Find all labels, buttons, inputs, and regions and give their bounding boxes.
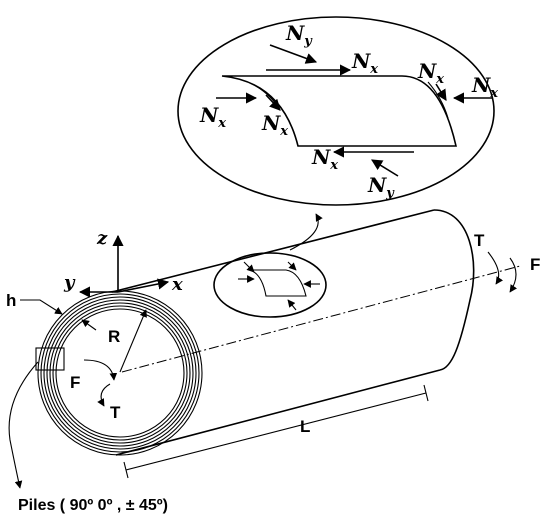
ply-sample-box: [35, 347, 65, 371]
x-label: x: [171, 274, 183, 295]
t-left-label: T: [110, 403, 121, 422]
length-dim-line: [125, 392, 427, 471]
y-label: y: [63, 272, 76, 293]
nx-left-label: Nx: [199, 103, 226, 131]
right-moment-arc: [509, 257, 518, 293]
surface-arrow-1: [243, 261, 255, 273]
z-label: z: [96, 228, 108, 249]
ny-bottom-label: Ny: [367, 173, 395, 201]
radius-line: [119, 309, 147, 373]
right-torque-arc: [487, 251, 504, 285]
cylinder-top-edge: [111, 209, 435, 293]
h-inner-arrow: [81, 319, 97, 331]
nx-inner-label: Nx: [261, 111, 288, 139]
surface-element: [249, 269, 307, 297]
t-right-label: T: [474, 231, 485, 250]
detail-ellipse: [177, 16, 495, 206]
radius-label: R: [108, 327, 120, 346]
h-label: h: [6, 291, 16, 310]
ply-rings: [37, 290, 203, 456]
length-dim-tick-left: [123, 461, 129, 479]
nx-inner-right-arrow: [435, 83, 447, 101]
nx-far-right-label: Nx: [471, 73, 498, 101]
surface-element-ellipse: [213, 252, 327, 318]
cylinder-axis: [121, 265, 521, 373]
cylinder-bottom-edge: [115, 369, 441, 456]
surface-arrow-5: [287, 299, 297, 311]
f-left-label: F: [70, 373, 80, 392]
length-dim-tick-right: [423, 384, 429, 402]
detail-connector: [289, 213, 323, 251]
piles-leader: [8, 361, 39, 489]
ny-bottom-arrow: [371, 159, 399, 177]
left-moment-arc: [83, 359, 118, 381]
ny-top-label: Ny: [285, 21, 313, 49]
length-label: L: [300, 417, 310, 436]
left-torque-arc: [97, 383, 111, 407]
nx-bottom-label: Nx: [311, 145, 338, 173]
nx-top-right-label: Nx: [417, 59, 444, 87]
x-axis: [117, 278, 170, 293]
ny-top-arrow: [269, 44, 318, 64]
surface-arrow-4: [287, 261, 297, 271]
nx-top-label: Nx: [351, 49, 378, 77]
h-pointer: [20, 299, 63, 315]
cylinder-right-cap: [433, 209, 475, 371]
f-right-label: F: [530, 255, 540, 274]
piles-label: Piles ( 90º 0º , ± 45º): [18, 497, 168, 514]
nx-inner-left-arrow: [265, 94, 281, 111]
